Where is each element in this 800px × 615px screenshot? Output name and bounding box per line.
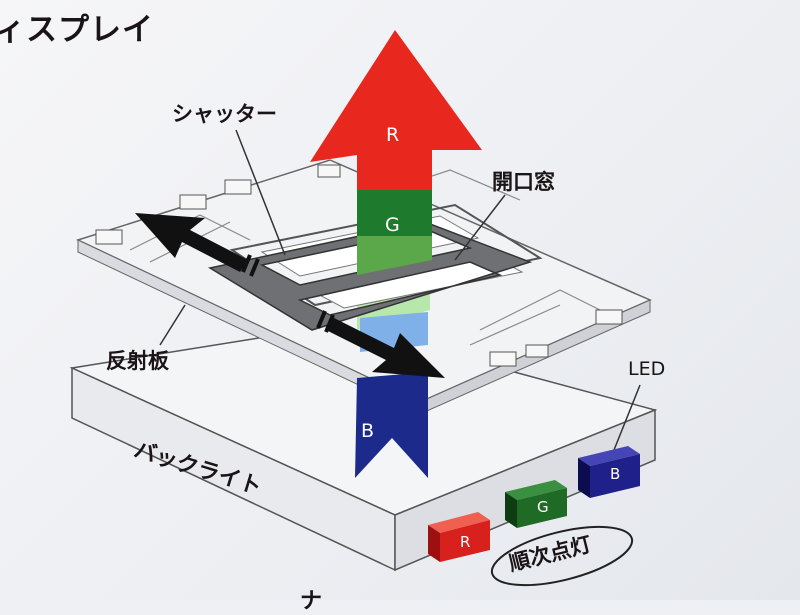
led-red [428,512,490,562]
leader-lines [159,129,641,456]
led-label: LED [628,358,666,380]
reflector-label: 反射板 [106,349,169,373]
led-green [505,480,567,528]
arrow-b-label: B [361,420,375,442]
bottom-partial-text: ナ [300,589,323,614]
arrow-r-label: R [386,124,400,146]
led-b-label: B [610,465,621,483]
diagram-drawing [69,30,658,587]
sequential-lighting-ellipse [490,525,634,587]
led-g-label: G [537,498,549,516]
led-blue [578,446,640,498]
shutter-motion-arrow [135,213,445,378]
shutter-label: シャッター [172,102,277,126]
arrow-g-label: G [385,214,400,236]
led-r-label: R [460,533,471,551]
slide-title: ィスプレイ [0,12,154,48]
aperture-window-label: 開口窓 [492,170,555,194]
rgb-light-arrow [310,30,482,478]
